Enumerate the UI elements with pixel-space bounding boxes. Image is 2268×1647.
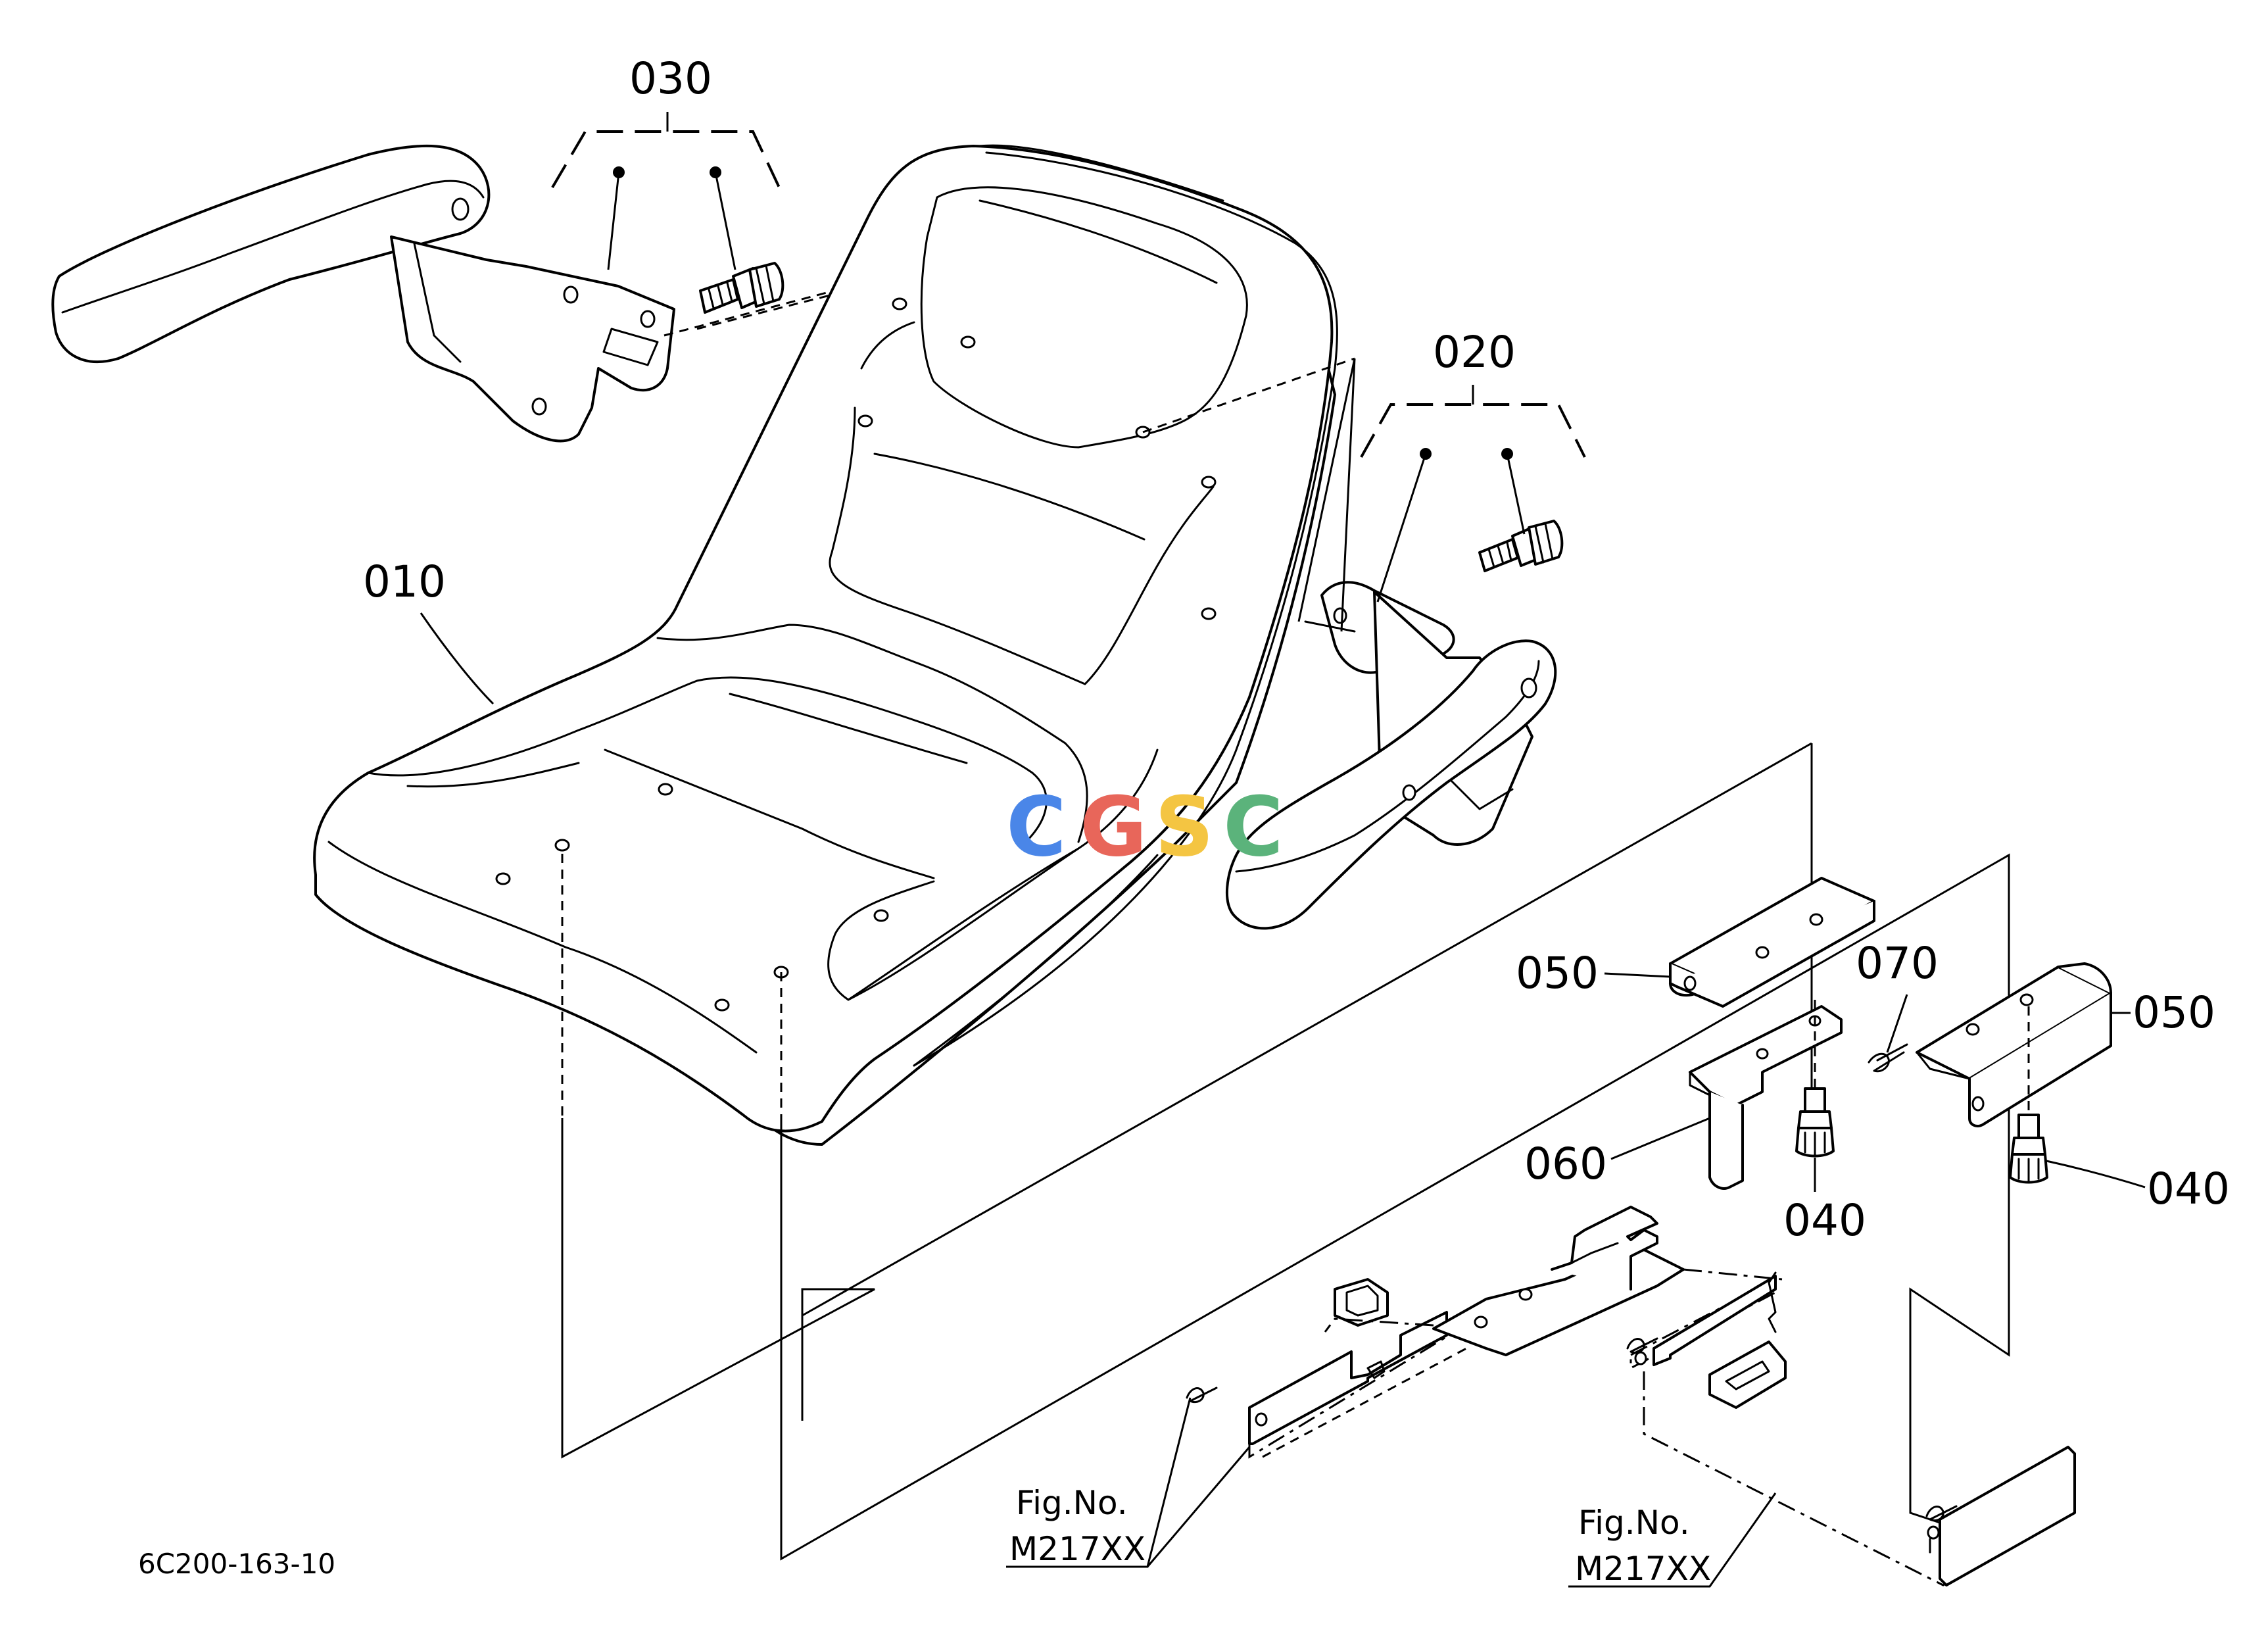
- reference-left-underline: [1006, 1397, 1251, 1568]
- bracket-icon: [1916, 962, 2112, 1127]
- callout-030: 030: [629, 53, 712, 104]
- bracket-050-b[interactable]: [1916, 962, 2112, 1127]
- callout-050-a: 050: [1516, 948, 1599, 998]
- armrest-icon: [1225, 581, 1557, 930]
- reference-right-line1: Fig.No.: [1578, 1504, 1690, 1542]
- leader-040-b: [2046, 1160, 2146, 1189]
- reference-right-underline: [1568, 1492, 1777, 1588]
- bolt-040-b[interactable]: [2009, 1006, 2048, 1184]
- leader-050-a: [1604, 972, 1671, 978]
- leader-010: [420, 612, 495, 705]
- logo-letter-4: C: [1223, 779, 1284, 875]
- bolt-icon: [1478, 520, 1564, 572]
- armrest-icon: [51, 144, 675, 443]
- seat-icon[interactable]: [313, 144, 1355, 1146]
- stay-060[interactable]: [1689, 1005, 1843, 1190]
- callout-010: 010: [363, 556, 446, 607]
- reference-left-line1: Fig.No.: [1016, 1484, 1128, 1522]
- callout-060: 060: [1524, 1139, 1607, 1189]
- logo-letter-2: G: [1080, 779, 1147, 875]
- logo-letter-3: S: [1155, 779, 1214, 875]
- callout-040-b: 040: [2147, 1164, 2230, 1214]
- bolt-icon: [699, 262, 784, 314]
- bracket-050-a[interactable]: [1669, 877, 1875, 1008]
- leader-060: [1610, 1117, 1710, 1160]
- drawing-id: 6C200-163-10: [138, 1548, 335, 1580]
- logo-letter-1: C: [1006, 779, 1067, 875]
- callout-bracket-020: [1360, 385, 1586, 602]
- pin-icon: [1868, 1043, 1908, 1073]
- bracket-icon: [1689, 1005, 1843, 1190]
- callout-bracket-030: [551, 112, 781, 270]
- assembly-lines: [561, 742, 2010, 1561]
- armrest-left-assembly[interactable]: [51, 144, 1015, 443]
- callout-040-a: 040: [1783, 1195, 1866, 1246]
- cgsc-watermark-logo: C G S C: [1006, 779, 1284, 875]
- armrest-right-assembly[interactable]: [1225, 358, 1564, 930]
- leader-070: [1886, 994, 1908, 1053]
- bolt-icon: [2009, 1114, 2048, 1184]
- pin-070[interactable]: [1868, 1043, 1908, 1073]
- callout-070: 070: [1856, 938, 1939, 989]
- seat-frame-icon: [1186, 1206, 2076, 1586]
- bolt-icon: [1795, 1087, 1835, 1158]
- reference-left-line2: M217XX: [1009, 1530, 1146, 1568]
- bolt-040-a[interactable]: [1795, 1000, 1835, 1158]
- callout-020: 020: [1433, 327, 1516, 378]
- bracket-icon: [1669, 877, 1875, 1008]
- callout-050-b: 050: [2133, 987, 2215, 1038]
- reference-right-line2: M217XX: [1575, 1550, 1711, 1588]
